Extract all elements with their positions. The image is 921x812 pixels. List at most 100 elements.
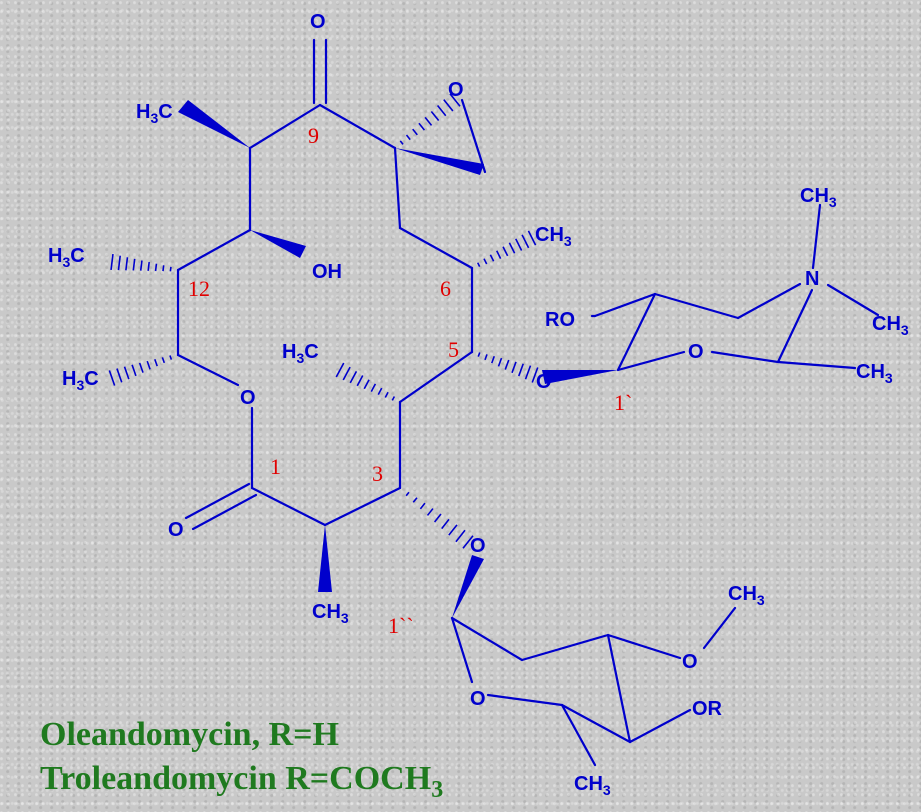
bond	[323, 486, 402, 527]
hash-stroke	[335, 362, 345, 378]
hash-stroke	[515, 238, 523, 251]
hash-stroke	[419, 502, 426, 510]
hash-stroke	[139, 260, 143, 271]
hash-stroke	[342, 366, 351, 381]
hash-stroke	[147, 261, 150, 271]
hash-stroke	[448, 524, 458, 536]
atom-label-carbonyl-o-c1: O	[168, 519, 184, 541]
hash-stroke	[476, 262, 481, 268]
wedge-bond	[250, 230, 306, 258]
bond	[811, 203, 822, 270]
atom-label-cladinose-ch3: CH3	[574, 773, 611, 798]
bond	[176, 353, 240, 387]
hash-stroke	[430, 110, 440, 122]
atom-label-n-ch3-top: CH3	[800, 185, 837, 210]
hash-stroke	[356, 375, 364, 387]
atom-label-o-c3: O	[470, 535, 486, 557]
bond	[398, 350, 474, 404]
position-number-6: 6	[440, 276, 451, 301]
bond	[450, 616, 524, 662]
hash-stroke	[462, 535, 474, 549]
position-numbers: 9 12 6 5 1 3 1` 1``	[188, 123, 632, 638]
hash-stroke	[504, 359, 510, 370]
atom-label-h3c-top: H3C	[136, 101, 173, 126]
hash-stroke	[370, 383, 377, 393]
hash-stroke	[131, 364, 137, 377]
bond	[710, 350, 780, 364]
bond	[560, 703, 597, 767]
wedge-bond	[452, 555, 484, 618]
wedge-bond	[395, 148, 484, 175]
position-number-9: 9	[308, 123, 319, 148]
wedge-bond	[318, 525, 332, 592]
hash-stroke	[490, 355, 496, 364]
atom-label-h3c-left: H3C	[48, 245, 85, 270]
bond	[776, 288, 814, 364]
bond	[184, 482, 251, 520]
atom-label-n: N	[805, 268, 819, 290]
hash-stroke	[477, 352, 481, 357]
hash-stroke	[524, 365, 532, 380]
hash-stroke	[169, 266, 172, 272]
hash-stroke	[405, 134, 411, 141]
hash-stroke	[117, 255, 122, 271]
bond	[191, 493, 258, 531]
hash-stroke	[377, 387, 383, 395]
atom-label-lactone-o: O	[240, 387, 256, 409]
hash-stroke	[497, 357, 503, 367]
bond	[318, 103, 397, 150]
hash-stroke	[161, 357, 166, 364]
hash-stroke	[527, 230, 537, 246]
hash-stroke	[424, 116, 433, 126]
hash-stroke	[412, 128, 418, 136]
hash-stroke	[484, 354, 488, 361]
atom-label-ch3-c6: CH3	[535, 224, 572, 249]
bond-layer	[176, 38, 880, 767]
bond	[460, 98, 487, 174]
wedge-bond	[542, 370, 618, 384]
hash-stroke	[154, 358, 158, 367]
bond	[593, 292, 657, 318]
bond	[736, 282, 802, 320]
hash-stroke	[483, 258, 488, 265]
bond	[606, 633, 682, 660]
hash-stroke	[436, 105, 447, 117]
bond	[826, 283, 880, 317]
hash-stroke	[132, 258, 136, 271]
hash-stroke	[508, 242, 516, 254]
atom-label-cladinose-ring-o: O	[470, 688, 486, 710]
hash-layer	[108, 93, 539, 549]
hash-stroke	[363, 379, 370, 390]
hash-stroke	[162, 265, 165, 272]
position-number-3: 3	[372, 461, 383, 486]
hash-stroke	[511, 361, 517, 374]
bond	[176, 228, 252, 272]
atom-label-carbonyl-o: O	[310, 11, 326, 33]
atom-label-or: OR	[692, 698, 723, 720]
position-number-5: 5	[448, 337, 459, 362]
position-number-1p: 1`	[614, 390, 632, 415]
hash-stroke	[518, 363, 524, 377]
atom-label-ch3-c2: CH3	[312, 601, 349, 626]
hash-stroke	[441, 518, 450, 530]
atom-label-cladinose-ch3o: CH3	[728, 583, 765, 608]
hash-stroke	[391, 396, 396, 401]
bond	[250, 486, 327, 527]
bond	[393, 146, 402, 230]
hash-stroke	[349, 370, 358, 384]
hash-stroke	[154, 263, 158, 272]
hash-stroke	[108, 370, 116, 386]
bond	[398, 226, 474, 270]
atom-label-h3c-c4: H3C	[282, 341, 319, 366]
hash-stroke	[116, 368, 123, 383]
hash-stroke	[399, 140, 404, 145]
atom-label-h3c-c13: H3C	[62, 368, 99, 393]
bond	[606, 633, 632, 744]
atom-label-o-c5: O	[536, 371, 552, 393]
hash-stroke	[169, 355, 173, 360]
bond	[248, 103, 322, 150]
caption-troleandomycin-subscript: 3	[431, 776, 444, 803]
bond	[702, 606, 737, 650]
hash-stroke	[110, 253, 114, 271]
